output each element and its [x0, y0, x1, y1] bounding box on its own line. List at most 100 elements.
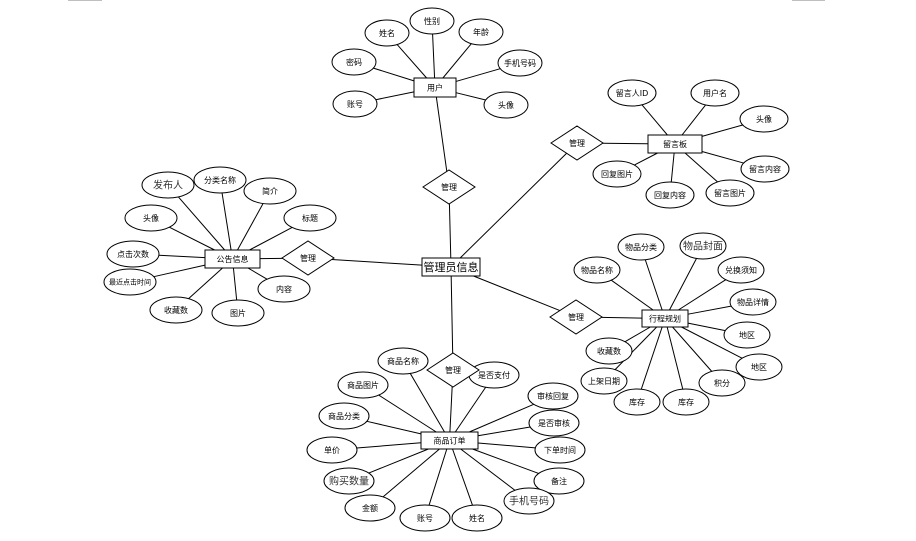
attribute-ellipse	[323, 467, 375, 495]
attribute-label: 点击次数	[117, 249, 149, 259]
notice-attribute-connector	[221, 192, 232, 251]
order-attribute: 商品名称	[377, 347, 429, 375]
relationship-diamond	[426, 352, 480, 388]
order-attribute: 金额	[344, 494, 396, 522]
travel-attribute: 地区	[723, 321, 771, 349]
attribute-ellipse	[399, 504, 451, 532]
attribute-label: 审核回复	[537, 391, 569, 401]
notice-attribute-connector	[169, 226, 215, 251]
order-attribute: 商品图片	[337, 371, 389, 399]
attribute-ellipse	[645, 181, 695, 209]
travel-attribute-connector	[678, 279, 727, 311]
attribute-label: 头像	[756, 114, 772, 124]
relationship-label: 管理	[441, 182, 457, 192]
travel-attribute: 物品封面	[679, 232, 727, 260]
attribute-ellipse	[533, 467, 585, 495]
board-attribute-connector	[701, 151, 744, 164]
travel-attribute: 库存	[613, 388, 661, 416]
r-user-connector-entity	[435, 96, 448, 172]
attribute-ellipse	[534, 436, 586, 464]
attribute-label: 密码	[346, 57, 362, 67]
user-attribute-connector	[455, 68, 501, 82]
attribute-label: 性别	[424, 16, 440, 26]
relationship-diamond	[281, 240, 335, 276]
attribute-label: 库存	[678, 397, 694, 407]
travel-attribute: 上架日期	[580, 367, 628, 395]
r-travel-connector-entity	[601, 316, 643, 319]
travel-attribute: 兑换须知	[717, 256, 765, 284]
notice-attribute: 点击次数	[106, 240, 160, 268]
travel-attribute-connector	[681, 326, 743, 359]
order-attribute-connector	[472, 448, 539, 474]
entity-label: 留言板	[663, 139, 687, 149]
travel-attribute-connector	[687, 322, 726, 332]
travel-attribute: 收藏数	[585, 337, 633, 365]
order-attribute: 下单时间	[534, 436, 586, 464]
attribute-label: 头像	[498, 100, 514, 110]
relationship-diamond	[549, 299, 603, 335]
attribute-ellipse	[141, 171, 195, 199]
attribute-ellipse	[740, 155, 790, 183]
attribute-ellipse	[149, 296, 203, 324]
travel-attribute-connector	[666, 326, 684, 390]
attribute-ellipse	[458, 18, 504, 46]
attribute-ellipse	[193, 166, 247, 194]
notice-attribute-connector	[178, 196, 226, 251]
attribute-label: 购买数量	[329, 475, 369, 488]
r-order-relationship: 管理	[426, 352, 480, 388]
attribute-label: 地区	[739, 330, 755, 340]
user-attribute: 年龄	[458, 18, 504, 46]
user-attribute-connector	[373, 67, 415, 82]
attribute-label: 留言图片	[714, 188, 746, 198]
attribute-ellipse	[332, 90, 378, 118]
user-attribute: 手机号码	[497, 49, 543, 77]
travel-attribute-connector	[672, 326, 713, 372]
attribute-ellipse	[364, 19, 410, 47]
notice-attribute-connector	[249, 227, 293, 251]
page-edge-left	[68, 0, 102, 1]
order-entity: 商品订单	[420, 431, 479, 450]
order-attribute-connector	[409, 373, 445, 433]
entity-box	[647, 134, 703, 154]
attribute-label: 备注	[551, 476, 567, 486]
attribute-ellipse	[306, 436, 358, 464]
attribute-label: 发布人	[153, 179, 183, 192]
relationship-label: 管理	[568, 312, 584, 322]
attribute-ellipse	[451, 504, 503, 532]
board-attribute: 回复内容	[645, 181, 695, 209]
notice-attribute-connector	[247, 267, 268, 280]
attribute-label: 积分	[714, 378, 730, 388]
attribute-ellipse	[211, 299, 265, 327]
entity-box	[413, 77, 457, 98]
board-attribute: 头像	[739, 105, 789, 133]
attribute-ellipse	[377, 347, 429, 375]
attribute-label: 收藏数	[597, 346, 621, 356]
attribute-ellipse	[283, 204, 337, 232]
travel-attribute: 积分	[698, 369, 746, 397]
attribute-label: 商品名称	[387, 356, 419, 366]
notice-attribute: 图片	[211, 299, 265, 327]
r-user-relationship: 管理	[422, 169, 476, 205]
notice-attribute: 发布人	[141, 171, 195, 199]
board-attribute-connector	[684, 152, 718, 183]
entity-box	[204, 249, 261, 269]
attribute-label: 商品图片	[347, 380, 379, 390]
user-attribute-connector	[375, 91, 415, 101]
relationship-label: 管理	[445, 365, 461, 375]
attribute-label: 物品名称	[581, 265, 613, 275]
entity-label: 用户	[427, 82, 443, 92]
notice-attribute-connector	[188, 267, 223, 299]
notice-attribute-connector	[237, 203, 264, 251]
travel-attribute-connector	[624, 326, 651, 343]
order-attribute-connector	[366, 420, 422, 435]
user-attribute: 账号	[332, 90, 378, 118]
notice-attribute-connector	[158, 254, 206, 259]
attribute-label: 收藏数	[164, 305, 188, 315]
page-edge-right	[792, 0, 825, 1]
attribute-ellipse	[717, 256, 765, 284]
notice-attribute: 分类名称	[193, 166, 247, 194]
attribute-label: 姓名	[469, 513, 485, 523]
admin-entity: 管理员信息	[421, 257, 481, 277]
r-board-relationship: 管理	[550, 125, 604, 161]
order-attribute: 手机号码	[503, 487, 555, 515]
